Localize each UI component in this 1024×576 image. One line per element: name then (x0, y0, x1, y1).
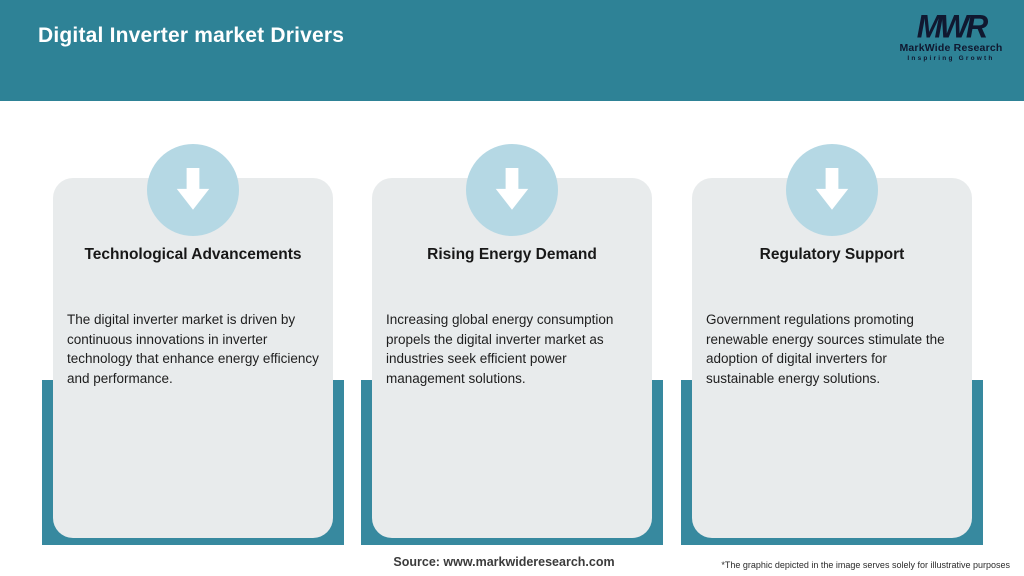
source-text: Source: www.markwideresearch.com (393, 555, 615, 569)
card-title: Rising Energy Demand (427, 246, 597, 263)
card-title: Regulatory Support (759, 246, 905, 263)
header-banner: Digital Inverter market Drivers MWR Mark… (0, 0, 1024, 101)
card-title: Technological Advancements (84, 246, 302, 263)
card-description: Increasing global energy consumption pro… (386, 312, 614, 386)
card-description: The digital inverter market is driven by… (67, 312, 319, 386)
driver-card-technological-advancements: Technological Advancements The digital i… (53, 178, 333, 538)
arrow-circle-badge (147, 144, 239, 236)
markwide-research-logo: MWR MarkWide Research Inspiring Growth (896, 8, 1006, 63)
arrow-circle-badge (466, 144, 558, 236)
driver-card-regulatory-support: Regulatory Support Government regulation… (692, 178, 972, 538)
arrow-down-icon (176, 167, 210, 210)
logo-tagline: Inspiring Growth (907, 55, 995, 63)
arrow-down-icon (815, 167, 849, 210)
page-title: Digital Inverter market Drivers (38, 24, 345, 47)
arrow-down-icon (495, 167, 529, 210)
logo-company-name: MarkWide Research (899, 42, 1003, 55)
logo-monogram-icon: MWR (916, 8, 988, 45)
arrow-circle-badge (786, 144, 878, 236)
disclaimer-text: *The graphic depicted in the image serve… (721, 560, 1010, 570)
driver-card-rising-energy-demand: Rising Energy Demand Increasing global e… (372, 178, 652, 538)
card-description: Government regulations promoting renewab… (706, 312, 945, 386)
